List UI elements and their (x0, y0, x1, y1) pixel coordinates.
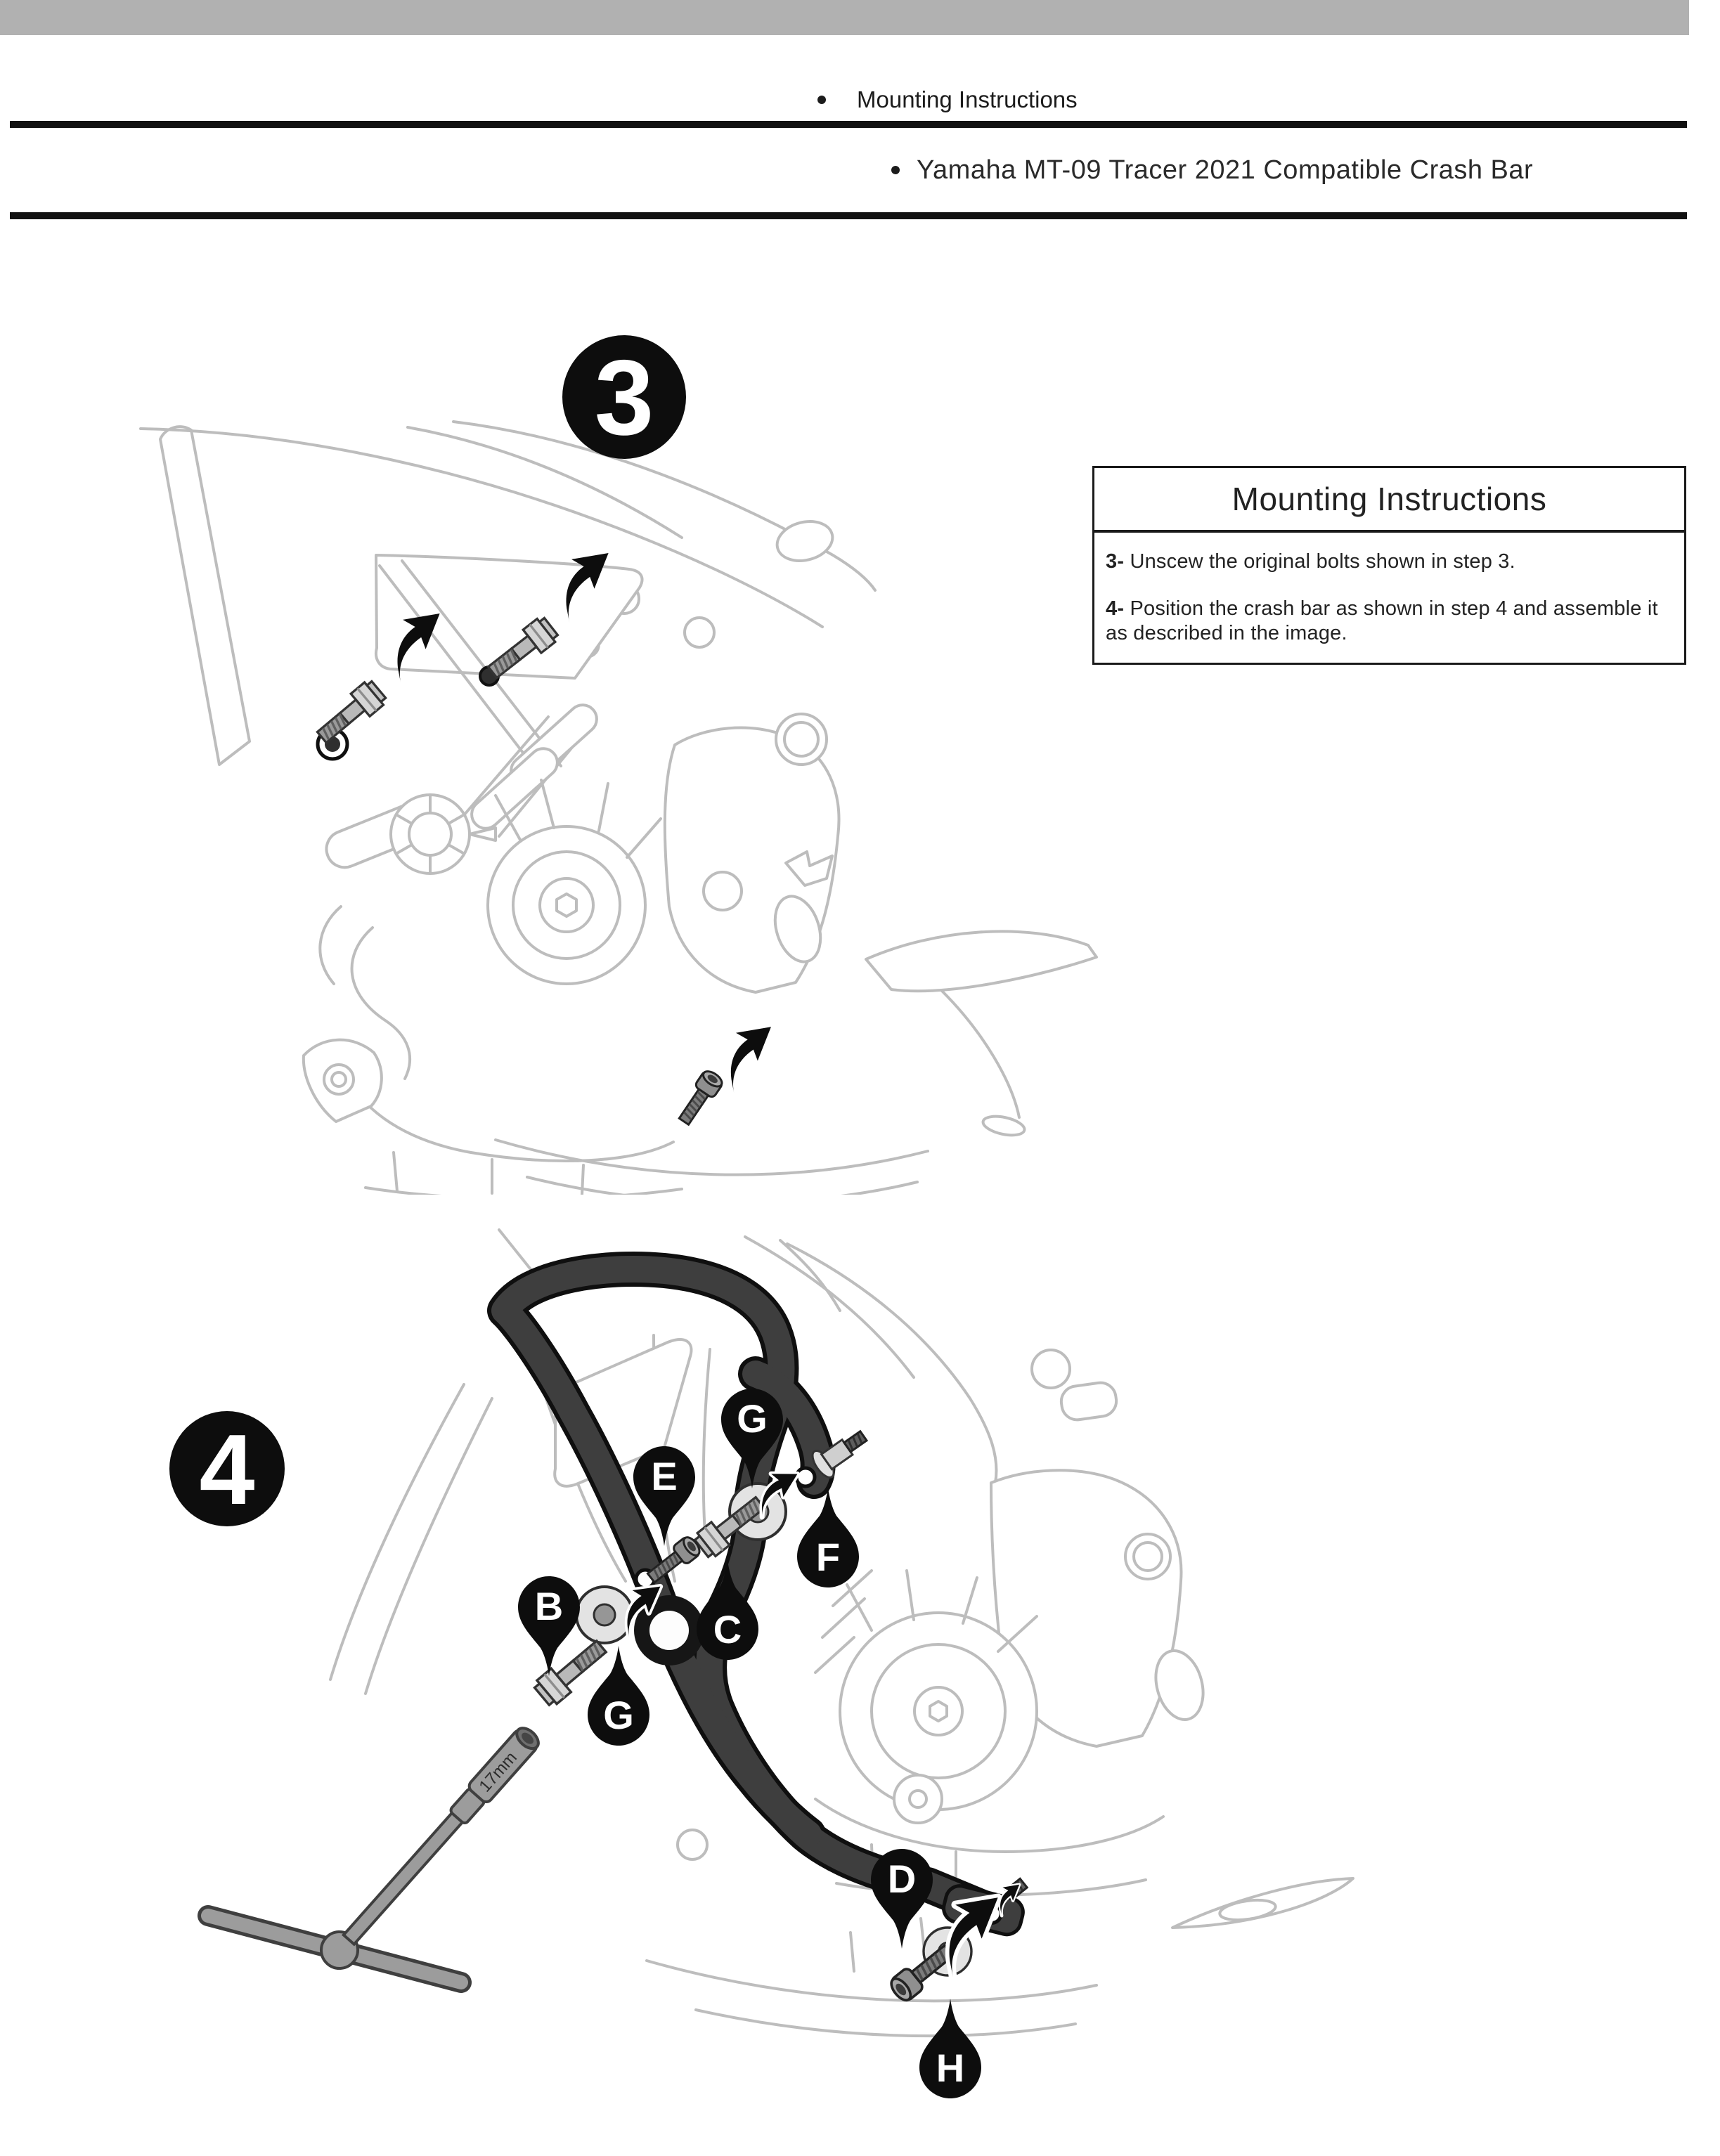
socket-bolt-icon (673, 1067, 727, 1129)
step4-text: Position the crash bar as shown in step … (1106, 597, 1658, 644)
hex-bolt-icon (311, 677, 389, 750)
engine-line-art (139, 420, 1098, 1195)
header-line-2: Yamaha MT-09 Tracer 2021 Compatible Cras… (891, 152, 1533, 188)
svg-text:C: C (713, 1607, 742, 1651)
svg-text:G: G (603, 1693, 634, 1737)
marker-pins: G E F C B G D (518, 1389, 981, 2098)
step3-text: Unscew the original bolts shown in step … (1130, 550, 1515, 573)
marker-pin-g-bottom: G (588, 1646, 649, 1746)
marker-pin-b: B (518, 1576, 580, 1676)
bullet-icon (891, 166, 900, 174)
marker-pin-e: E (633, 1446, 695, 1546)
step4-hardware (531, 1429, 1028, 2006)
step3-num: 3- (1106, 550, 1125, 573)
socket-wrench: 17mm (198, 1727, 540, 1993)
header-title: Mounting Instructions (857, 86, 1078, 112)
divider-rule-top (10, 121, 1687, 128)
instruction-box: Mounting Instructions 3- Unscew the orig… (1092, 466, 1686, 665)
instruction-box-title: Mounting Instructions (1094, 468, 1684, 533)
svg-text:F: F (816, 1535, 840, 1579)
top-gray-bar (0, 0, 1689, 35)
engine-line-art (329, 1228, 1354, 2038)
instruction-step-4: 4- Position the crash bar as shown in st… (1106, 597, 1671, 646)
marker-pin-d: D (871, 1849, 933, 1949)
step3-hardware (311, 538, 789, 1129)
divider-rule-bottom (10, 212, 1687, 219)
step4-badge: 4 (169, 1411, 285, 1526)
svg-text:H: H (936, 2046, 964, 2090)
marker-pin-f: F (797, 1488, 859, 1587)
step3-badge: 3 (562, 335, 686, 459)
svg-text:D: D (888, 1857, 916, 1901)
marker-pin-c: C (697, 1560, 758, 1660)
washer-icon (575, 1585, 634, 1644)
bar-end-hole (794, 1466, 817, 1488)
marker-pin-h: H (919, 1999, 981, 2098)
step4-num: 4- (1106, 597, 1125, 620)
spacer-bolt-f (811, 1429, 869, 1479)
mount-ring-center (649, 1611, 689, 1650)
instruction-step-3: 3- Unscew the original bolts shown in st… (1106, 550, 1671, 574)
header-line-1: Mounting Instructions (817, 83, 1078, 117)
step3-number: 3 (595, 338, 654, 457)
marker-pin-g-top: G (721, 1389, 783, 1488)
instruction-box-body: 3- Unscew the original bolts shown in st… (1094, 533, 1684, 663)
svg-text:B: B (535, 1584, 563, 1628)
product-name: Yamaha MT-09 Tracer 2021 Compatible Cras… (917, 155, 1534, 185)
svg-text:G: G (737, 1396, 768, 1441)
step4-number: 4 (200, 1414, 255, 1526)
svg-text:E: E (651, 1454, 677, 1498)
step3-diagram: 3 (139, 335, 1098, 1195)
bullet-icon (817, 96, 826, 104)
step4-diagram: 17mm G E F C B (169, 1228, 1354, 2098)
